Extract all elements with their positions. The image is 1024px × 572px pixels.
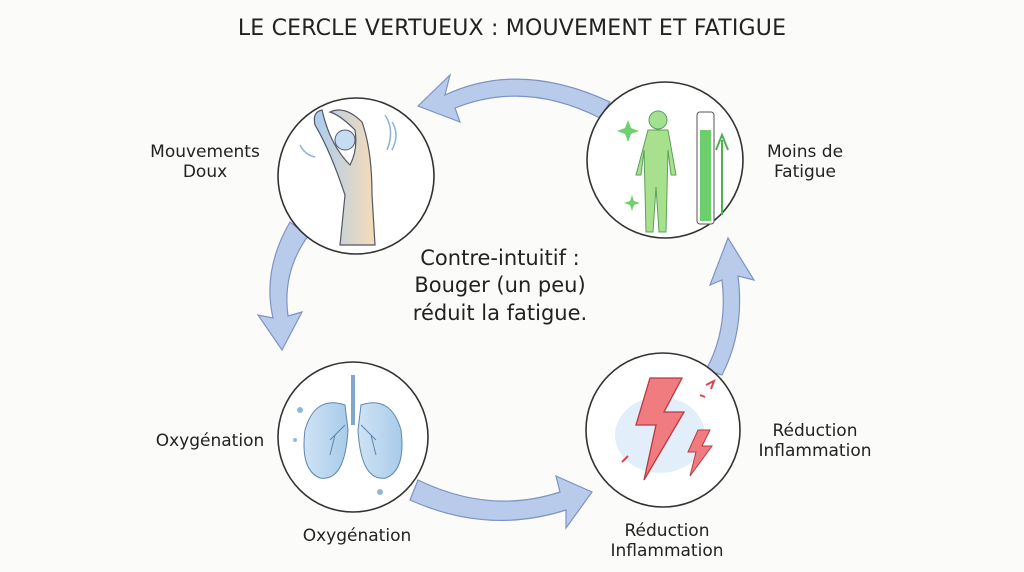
label-line: Moins de — [766, 142, 844, 162]
arrow-left — [256, 221, 309, 352]
label-line: Inflammation — [610, 541, 724, 562]
center-line: Contre-intuitif : — [420, 246, 580, 270]
diagram-title: LE CERCLE VERTUEUX : MOUVEMENT ET FATIGU… — [237, 16, 787, 41]
arrow-top — [416, 73, 611, 124]
lightning-bolt-icon — [615, 377, 716, 481]
arrow-right — [705, 236, 756, 376]
label-reduction-inflammation-side: Réduction Inflammation — [745, 421, 885, 461]
label-reduction-inflammation-bottom: Réduction Inflammation — [597, 521, 737, 561]
label-mouvements-doux: Mouvements Doux — [130, 142, 280, 182]
center-line: Bouger (un peu) — [414, 273, 586, 298]
center-message: Contre-intuitif : Bouger (un peu) réduit… — [380, 245, 620, 327]
center-line: réduit la fatigue. — [412, 300, 588, 325]
node-oxygenation — [277, 361, 429, 513]
node-reduction-inflammation — [585, 352, 741, 508]
energized-person-battery-icon — [617, 110, 729, 233]
stretching-person-icon — [299, 109, 397, 246]
node-moins-de-fatigue — [586, 81, 744, 239]
arrow-bottom — [409, 474, 593, 530]
label-line: Inflammation — [758, 441, 872, 462]
lungs-icon — [293, 375, 403, 495]
label-oxygenation-side: Oxygénation — [155, 431, 265, 451]
label-line: Doux — [182, 162, 228, 183]
label-moins-de-fatigue: Moins de Fatigue — [740, 142, 870, 182]
label-line: Réduction — [772, 421, 858, 441]
label-line: Mouvements — [150, 142, 260, 162]
label-oxygenation-bottom: Oxygénation — [302, 526, 412, 546]
label-line: Fatigue — [773, 162, 837, 183]
label-line: Réduction — [624, 521, 710, 541]
node-mouvements-doux — [277, 97, 435, 255]
